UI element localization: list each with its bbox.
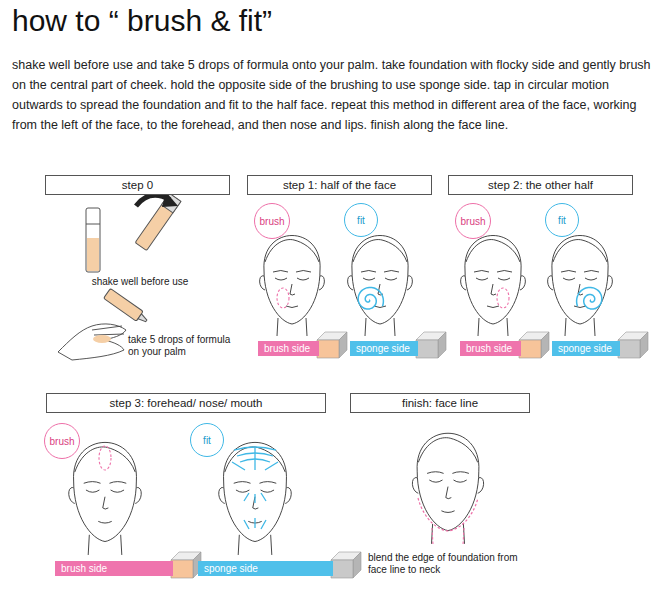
- brush-area: [277, 288, 289, 308]
- step-header: step 2: the other half: [448, 175, 633, 195]
- node-text: sponge side: [558, 343, 612, 354]
- step-header: step 0: [45, 175, 230, 195]
- step-note: shake well before use: [70, 276, 210, 288]
- fit-strokes: [232, 447, 278, 529]
- step-note: blend the edge of foundation from face l…: [368, 552, 538, 576]
- node-text: brush: [49, 436, 74, 447]
- sponge-icon: [416, 332, 446, 358]
- sponge-side-band: sponge side: [350, 341, 418, 356]
- spiral-motion: [358, 287, 383, 309]
- brush-side-band: brush side: [55, 561, 173, 576]
- sponge-icon: [171, 552, 201, 578]
- node-text: step 0: [122, 179, 153, 191]
- fit-circle: fit: [190, 423, 224, 457]
- fit-circle: fit: [344, 203, 378, 237]
- node-text: finish: face line: [402, 397, 478, 409]
- face-drawing: [69, 442, 142, 555]
- node-text: brush side: [61, 563, 107, 574]
- neck-blend: [432, 528, 464, 545]
- brush-circle: brush: [44, 423, 80, 459]
- sponge-icon: [519, 332, 549, 358]
- step-header: finish: face line: [350, 393, 530, 413]
- node-text: step 3: forehead/ nose/ mouth: [110, 397, 263, 409]
- fit-circle: fit: [545, 203, 579, 237]
- node-text: brush: [460, 216, 485, 227]
- sponge-icon: [331, 552, 361, 578]
- face-drawing: [548, 236, 613, 337]
- step-note: take 5 drops of formula on your palm: [128, 334, 232, 358]
- node-text: sponge side: [356, 343, 410, 354]
- step-header: step 3: forehead/ nose/ mouth: [46, 393, 326, 413]
- dropper-bottle: [104, 288, 150, 325]
- node-text: fit: [203, 435, 211, 446]
- node-text: step 1: half of the face: [283, 179, 396, 191]
- node-text: brush side: [466, 343, 512, 354]
- face-drawing: [219, 442, 292, 555]
- sponge-icon: [618, 332, 648, 358]
- hand: [58, 324, 126, 360]
- spiral-motion: [577, 287, 602, 309]
- step-header: step 1: half of the face: [247, 175, 432, 195]
- brush-area: [497, 288, 509, 308]
- brush-side-band: brush side: [258, 341, 319, 356]
- formula-drops: [93, 335, 111, 343]
- node-text: brush side: [264, 343, 310, 354]
- node-text: step 2: the other half: [488, 179, 593, 191]
- page-title: how to “ brush & fit”: [12, 4, 272, 38]
- brush-side-band: brush side: [460, 341, 521, 356]
- brush-circle: brush: [254, 203, 290, 239]
- node-text: fit: [357, 215, 365, 226]
- sponge-side-band: sponge side: [552, 341, 620, 356]
- face-drawing: [461, 236, 526, 337]
- face-drawing: [348, 236, 413, 337]
- node-text: sponge side: [204, 563, 258, 574]
- bottle: [86, 208, 100, 272]
- node-text: brush: [259, 216, 284, 227]
- sponge-side-band: sponge side: [198, 561, 333, 576]
- node-text: fit: [558, 215, 566, 226]
- face-line: [418, 498, 478, 531]
- brush-circle: brush: [455, 203, 491, 239]
- sponge-icon: [317, 332, 347, 358]
- face-drawing: [260, 236, 325, 337]
- instructions-text: shake well before use and take 5 drops o…: [12, 55, 662, 135]
- face-drawing: [412, 433, 483, 544]
- brush-area: [99, 446, 111, 470]
